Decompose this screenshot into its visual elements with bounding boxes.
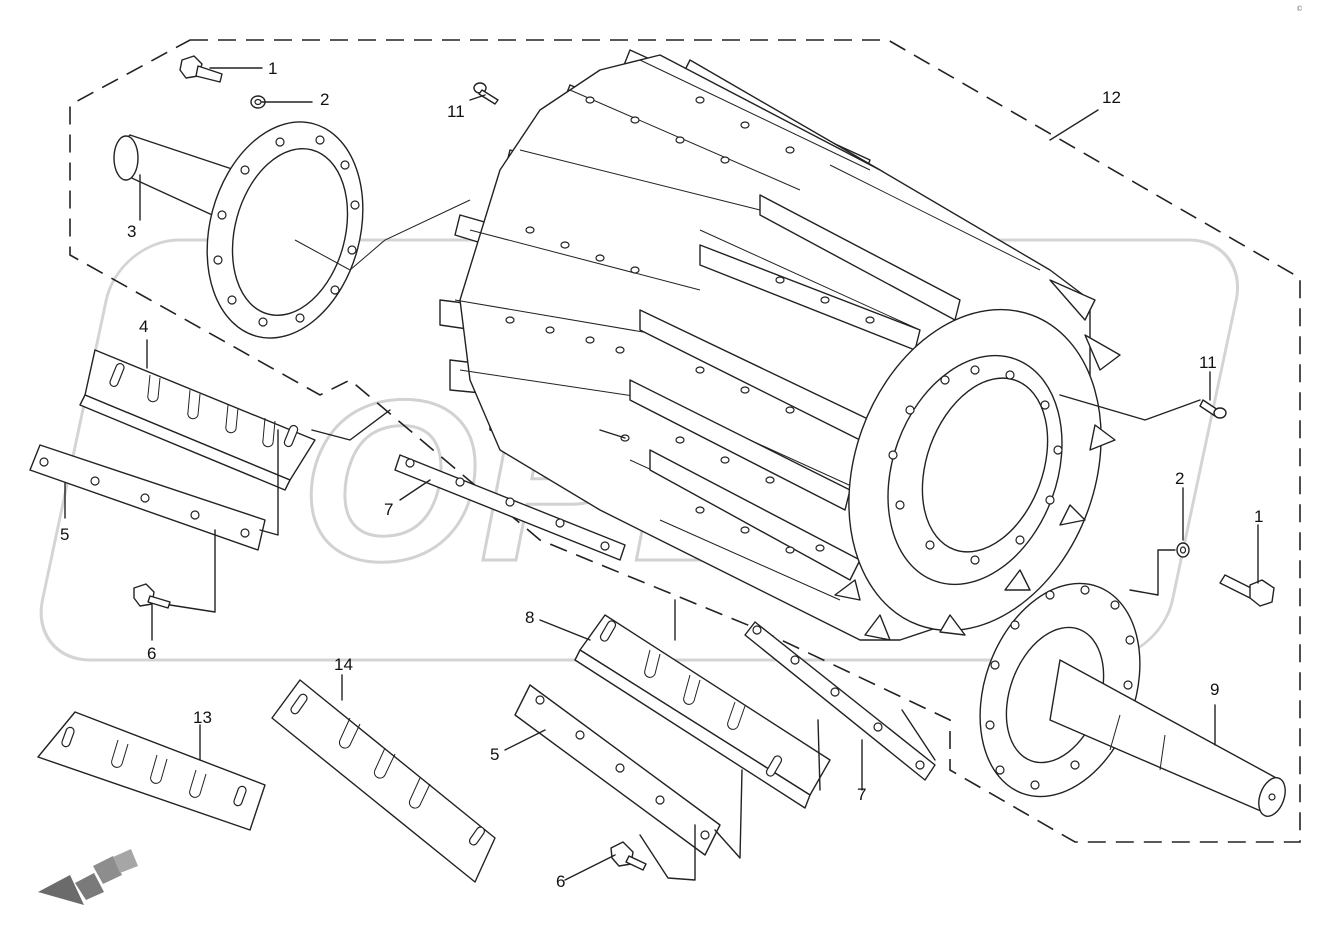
callout-9: 9 [1210,680,1219,699]
blade-14 [271,679,496,883]
assembly-boundary [69,39,1301,843]
blade-4 [79,349,316,491]
callout-8: 8 [525,608,534,627]
blade-8 [574,614,831,809]
rotor-drum [439,49,1121,641]
left-shaft-flange [113,121,471,339]
callout-4: 4 [139,317,148,336]
callout-1-right: 1 [1254,507,1263,526]
callout-11-top: 11 [447,102,465,121]
callout-12: 12 [1102,88,1121,107]
knife-5-bottom [514,684,721,856]
callout-14: 14 [334,655,353,674]
callout-11-right: 11 [1199,353,1217,372]
callout-5-left: 5 [60,525,69,544]
bolt-top-left [179,55,266,109]
callout-5-bottom: 5 [490,745,499,764]
callout-7-left: 7 [384,500,393,519]
corner-mark: © [1296,5,1303,13]
callout-2-top: 2 [320,90,329,109]
callout-3: 3 [127,222,136,241]
callout-2-right: 2 [1175,469,1184,488]
flange-holes [888,365,1063,565]
knife-5-left [29,444,266,551]
right-flange-holes [985,585,1135,790]
blade-13 [37,711,266,831]
strip-7-right [744,621,936,781]
callout-7-right: 7 [857,785,866,804]
callouts: 1 2 3 4 5 6 7 8 5 6 7 9 11 11 12 13 14 1… [60,59,1263,891]
right-shaft-flange [979,582,1286,817]
strip-7-left [394,454,626,561]
bolt-6-bottom [610,841,647,871]
bolt-11-top [473,82,499,105]
callout-6-bottom: 6 [556,872,565,891]
bolt-right [1176,542,1275,607]
callout-1-top: 1 [268,59,277,78]
leader-lines [64,67,1259,881]
bolt-11-right [1199,399,1227,419]
callout-13: 13 [193,708,212,727]
direction-arrow-icon [38,849,138,905]
bolt-6-left [133,583,171,609]
callout-6-left: 6 [147,644,156,663]
left-flange-holes [213,135,360,327]
drum-bolt-holes [505,96,875,554]
